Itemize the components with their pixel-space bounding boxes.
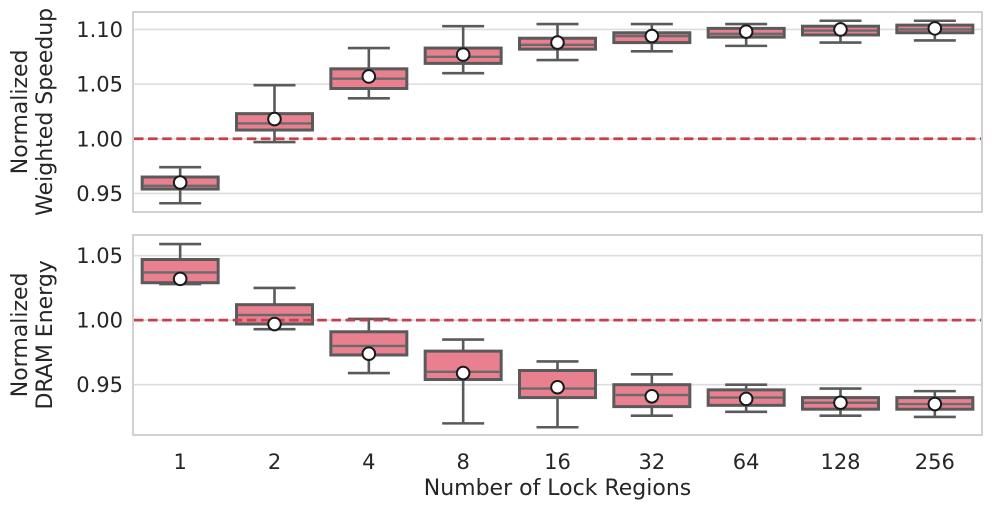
mean-marker: [455, 365, 471, 381]
mean-marker: [833, 395, 848, 411]
mean-marker: [267, 316, 282, 332]
mean-marker: [550, 379, 565, 395]
mean-marker: [361, 69, 377, 84]
x-tick-label: 16: [544, 450, 571, 474]
mean-marker: [927, 21, 943, 36]
y-tick-label: 1.00: [76, 127, 123, 151]
mean-marker: [644, 388, 660, 404]
x-tick-label: 4: [362, 450, 375, 474]
y-tick-label: 0.95: [76, 182, 123, 206]
x-tick-label: 1: [173, 450, 186, 474]
x-tick-label: 128: [820, 450, 860, 474]
x-tick-label: 64: [733, 450, 760, 474]
mean-marker: [455, 47, 471, 62]
mean-marker: [361, 346, 377, 362]
y-tick-label: 1.05: [76, 73, 123, 97]
panel-weighted-speedup: 0.95 1.00 1.05 1.10: [76, 11, 983, 213]
mean-marker: [927, 396, 943, 412]
mean-marker: [738, 391, 754, 407]
mean-marker: [833, 22, 848, 37]
x-tick-label: 8: [456, 450, 469, 474]
mean-marker: [172, 175, 188, 190]
y-tick-label: 1.05: [76, 244, 123, 268]
mean-marker: [172, 271, 188, 287]
mean-marker: [550, 35, 565, 50]
x-tick-label: 2: [268, 450, 281, 474]
y-tick-label: 1.10: [76, 18, 123, 42]
mean-marker: [738, 24, 754, 39]
x-tick-label: 256: [915, 450, 955, 474]
x-axis-label: Number of Lock Regions: [423, 476, 692, 501]
mean-marker: [267, 111, 282, 127]
mean-marker: [644, 28, 660, 44]
panel-dram-energy: 0.95 1.00 1.05: [76, 234, 983, 436]
x-tick-label: 32: [638, 450, 665, 474]
y-tick-label: 0.95: [76, 373, 123, 397]
y-tick-label: 1.00: [76, 309, 123, 333]
